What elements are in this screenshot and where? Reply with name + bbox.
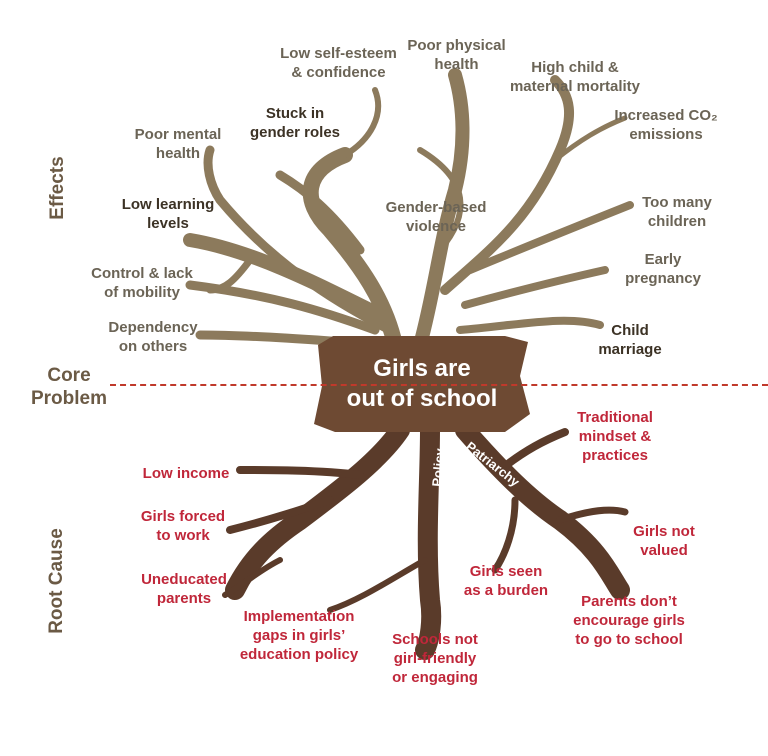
cause-parents-dont-encourage: Parents don’t encourage girls to go to s…	[573, 593, 685, 648]
effect-low-learning-levels: Low learning levels	[121, 196, 215, 232]
effect-low-self-esteem: Low self-esteem & confidence	[280, 45, 397, 81]
effect-gender-based-violence: Gender-based violence	[385, 199, 487, 235]
cause-girls-forced-to-work: Girls forced to work	[140, 508, 226, 544]
cause-implementation-gaps: Implementation gaps in girls’ education …	[239, 608, 359, 663]
effect-poor-mental-health: Poor mental health	[134, 126, 222, 162]
cause-girls-seen-as-burden: Girls seen as a burden	[463, 563, 549, 599]
effect-high-child-mortality: High child & maternal mortality	[509, 59, 641, 95]
effect-early-pregnancy: Early pregnancy	[625, 251, 701, 287]
effect-increased-co2: Increased CO₂ emissions	[614, 107, 718, 143]
core-problem-section-label: Core Problem	[30, 365, 108, 409]
effect-control-lack-mobility: Control & lack of mobility	[91, 265, 193, 301]
core-divider-line	[110, 384, 768, 386]
cause-schools-not-girl-friendly: Schools not girl-friendly or engaging	[392, 631, 478, 686]
cause-girls-not-valued: Girls not valued	[633, 523, 695, 559]
effect-too-many-children: Too many children	[642, 194, 712, 230]
cause-traditional-mindset: Traditional mindset & practices	[577, 409, 653, 464]
effects-section-label: Effects	[47, 156, 68, 220]
root-cause-section-label: Root Cause	[46, 528, 67, 634]
root-label-policy: Policy	[429, 447, 447, 487]
effect-stuck-gender-roles: Stuck in gender roles	[249, 105, 341, 141]
cause-uneducated-parents: Uneducated parents	[141, 571, 227, 607]
core-problem-title: Girls are out of school	[346, 355, 498, 412]
tree-branches	[183, 68, 634, 353]
effect-poor-physical-health: Poor physical health	[407, 37, 506, 73]
tree-roots	[222, 420, 630, 660]
effect-dependency: Dependency on others	[108, 319, 198, 355]
cause-low-income: Low income	[142, 465, 230, 482]
effect-child-marriage: Child marriage	[598, 322, 662, 358]
